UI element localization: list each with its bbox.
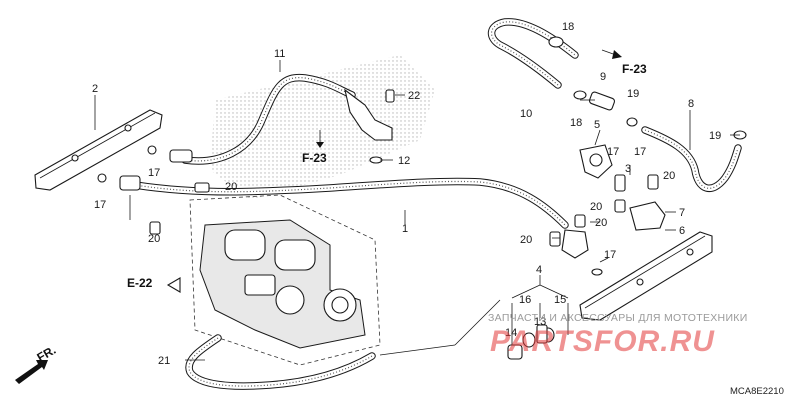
fr-arrow — [15, 360, 48, 384]
watermark-tagline: ЗАПЧАСТИ И АКСЕССУАРЫ ДЛЯ МОТОТЕХНИКИ — [488, 312, 748, 324]
hose-10 — [487, 18, 579, 89]
callout-12: 12 — [398, 155, 410, 167]
callout-2: 2 — [92, 83, 98, 95]
hose-1 — [131, 177, 569, 229]
callout-22: 22 — [408, 90, 420, 102]
hose-21 — [185, 334, 376, 390]
callout-17-d: 17 — [634, 146, 646, 158]
callout-20-c: 20 — [663, 170, 675, 182]
callout-6: 6 — [679, 225, 685, 237]
callout-19-b: 19 — [709, 130, 721, 142]
watermark: ЗАПЧАСТИ И АКСЕССУАРЫ ДЛЯ МОТОТЕХНИКИ PA… — [488, 312, 748, 358]
hose-11 — [181, 73, 356, 165]
callout-11: 11 — [274, 48, 285, 60]
callout-20-b: 20 — [148, 233, 160, 245]
callout-16: 16 — [519, 294, 531, 306]
callouts: 2 11 22 12 17 17 20 20 1 21 18 18 10 9 1… — [92, 21, 721, 367]
callout-3: 3 — [625, 163, 631, 175]
throttle-body — [199, 219, 366, 349]
callout-18-a: 18 — [562, 21, 574, 33]
reference-labels: F-23 F-23 E-22 FR. — [35, 62, 648, 365]
f23-arrows — [316, 49, 622, 148]
callout-20-d: 20 — [590, 201, 602, 213]
callout-20-f: 20 — [520, 234, 532, 246]
callout-14: 14 — [505, 327, 517, 339]
callout-4: 4 — [536, 264, 542, 276]
leader-lines — [94, 60, 740, 361]
callout-17-e: 17 — [604, 249, 616, 261]
throttle-body-outline — [189, 194, 381, 366]
ref-f23-left: F-23 — [302, 151, 327, 165]
callout-15: 15 — [554, 294, 566, 306]
ref-f23-right: F-23 — [622, 62, 647, 76]
callout-5: 5 — [594, 119, 600, 131]
watermark-brand: PARTSFOR.RU — [490, 325, 715, 358]
callout-20-e: 20 — [595, 217, 607, 229]
callout-17-b: 17 — [94, 199, 106, 211]
callout-8: 8 — [688, 98, 694, 110]
e22-arrow — [166, 277, 181, 293]
callout-17-c: 17 — [607, 146, 619, 158]
callout-9: 9 — [600, 71, 606, 83]
diagram-code: MCA8E2210 — [730, 386, 784, 397]
callout-21: 21 — [158, 355, 170, 367]
fittings — [97, 36, 747, 360]
hose-8 — [641, 126, 742, 192]
callout-7: 7 — [679, 207, 685, 219]
callout-10: 10 — [520, 108, 532, 120]
ref-e22: E-22 — [127, 276, 153, 290]
callout-1: 1 — [402, 223, 408, 235]
callout-18-b: 18 — [570, 117, 582, 129]
callout-17-a: 17 — [148, 167, 160, 179]
fuel-rail-right — [579, 231, 713, 321]
callout-20-a: 20 — [225, 181, 237, 193]
callout-19-a: 19 — [627, 88, 639, 100]
callout-13: 13 — [534, 316, 546, 328]
fuel-rail-left — [34, 109, 163, 191]
shaded-logo-region — [210, 55, 435, 200]
